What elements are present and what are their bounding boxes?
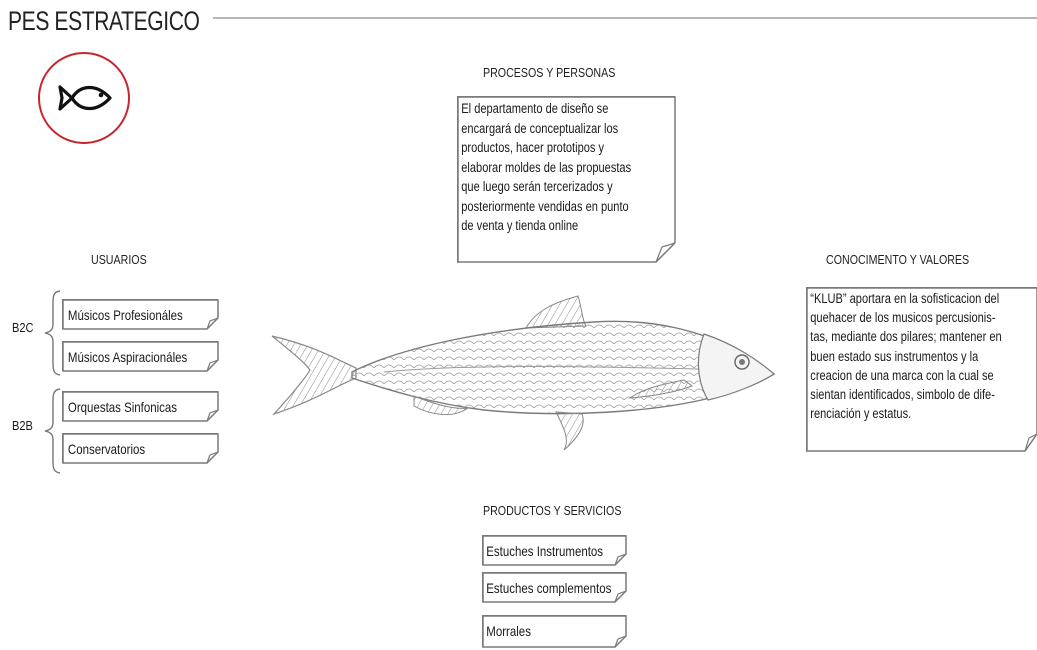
conocimiento-note: “KLUB” aportara en la sofisticacion del …: [806, 287, 1037, 452]
user-tag-label: Músicos Profesionáles: [63, 300, 190, 330]
procesos-line: elaborar moldes de las propuestas: [461, 158, 636, 178]
product-tag: Estuches complementos: [482, 572, 626, 602]
segment-label-b2c: B2C: [12, 320, 34, 335]
conocimiento-line: creacion de una marca con la cual se: [810, 366, 995, 385]
conocimiento-line: renciación y estatus.: [810, 404, 995, 423]
fish-badge: [38, 52, 130, 144]
user-tag-label: Músicos Aspiracionáles: [63, 342, 190, 372]
brace-b2b: [44, 388, 64, 474]
conocimiento-line: tas, mediante dos pilares; mantener en: [810, 327, 995, 346]
procesos-text: El departamento de diseño se encargará d…: [458, 97, 636, 236]
product-tag-label: Estuches Instrumentos: [483, 536, 600, 566]
conocimiento-line: sientan identificados, simbolo de dife-: [810, 385, 995, 404]
conocimiento-line: quehacer de los musicos percusionis-: [810, 308, 995, 327]
brace-b2c: [44, 290, 64, 376]
procesos-note: El departamento de diseño se encargará d…: [457, 96, 675, 263]
product-tag: Morrales: [482, 615, 626, 647]
procesos-line: que luego serán tercerizados y: [461, 177, 636, 197]
procesos-line: productos, hacer prototipos y: [461, 138, 636, 158]
user-tag-label: Orquestas Sinfonicas: [63, 392, 190, 422]
usuarios-heading: USUARIOS: [91, 252, 147, 267]
procesos-heading: PROCESOS Y PERSONAS: [483, 65, 615, 80]
product-tag: Estuches Instrumentos: [482, 535, 626, 565]
procesos-line: encargará de conceptualizar los: [461, 119, 636, 139]
user-tag: Conservatorios: [62, 433, 218, 463]
title-divider: [213, 17, 1037, 19]
conocimiento-heading: CONOCIMENTO Y VALORES: [826, 252, 969, 267]
productos-heading: PRODUCTOS Y SERVICIOS: [483, 503, 621, 518]
user-tag: Orquestas Sinfonicas: [62, 391, 218, 421]
user-tag-label: Conservatorios: [63, 434, 190, 464]
segment-label-b2b: B2B: [12, 418, 33, 433]
page-title: PES ESTRATEGICO: [8, 6, 200, 37]
user-tag: Músicos Profesionáles: [62, 299, 218, 329]
fish-icon: [56, 75, 114, 121]
product-tag-label: Estuches complementos: [483, 573, 600, 603]
sardine-illustration: [264, 288, 784, 458]
conocimiento-line: buen estado sus instrumentos y la: [810, 347, 995, 366]
conocimiento-line: “KLUB” aportara en la sofisticacion del: [810, 289, 995, 308]
procesos-line: posteriormente vendidas en punto: [461, 197, 636, 217]
product-tag-label: Morrales: [483, 616, 600, 646]
user-tag: Músicos Aspiracionáles: [62, 341, 218, 371]
procesos-line: El departamento de diseño se: [461, 99, 636, 119]
conocimiento-text: “KLUB” aportara en la sofisticacion del …: [807, 288, 996, 423]
procesos-line: de venta y tienda online: [461, 216, 636, 236]
